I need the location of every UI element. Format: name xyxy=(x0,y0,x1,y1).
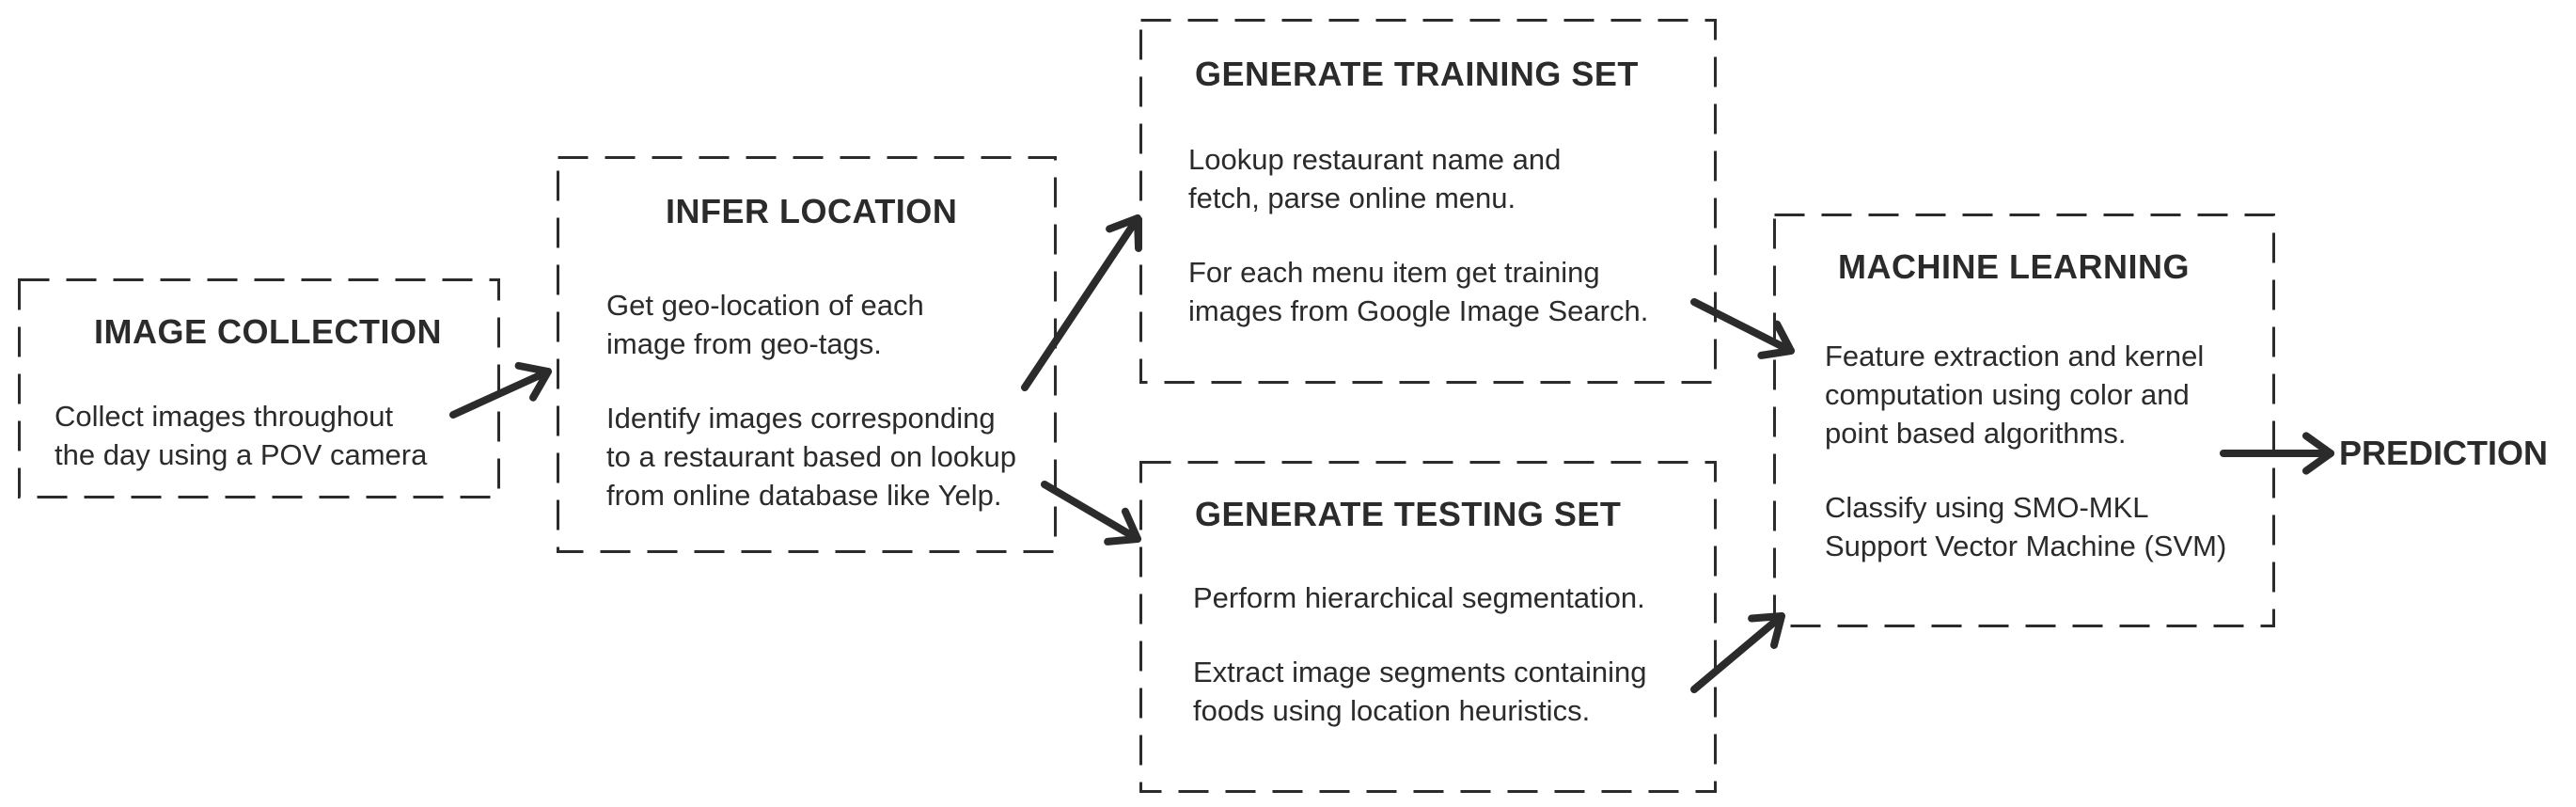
infer-location-box: INFER LOCATION Get geo-location of each i… xyxy=(557,156,1057,553)
text-line: image from geo-tags. xyxy=(606,327,882,360)
generate-training-set-title: GENERATE TRAINING SET xyxy=(1195,55,1639,93)
dashed-border xyxy=(557,156,1057,553)
paragraph: For each menu item get training images fr… xyxy=(1188,253,1648,330)
text-line: Support Vector Machine (SVM) xyxy=(1825,530,2227,562)
paragraph: Lookup restaurant name and fetch, parse o… xyxy=(1188,140,1648,217)
prediction-label: PREDICTION xyxy=(2339,434,2549,472)
infer-location-text: Get geo-location of each image from geo-t… xyxy=(606,286,1016,514)
paragraph: Collect images throughout the day using a… xyxy=(55,397,427,474)
dashed-border xyxy=(1139,19,1717,384)
text-line: from online database like Yelp. xyxy=(606,479,1002,512)
generate-training-set-text: Lookup restaurant name and fetch, parse o… xyxy=(1188,140,1648,330)
generate-testing-set-text: Perform hierarchical segmentation. Extrac… xyxy=(1193,578,1646,730)
image-collection-text: Collect images throughout the day using a… xyxy=(55,397,427,474)
paragraph: Feature extraction and kernel computation… xyxy=(1825,337,2226,452)
arrow-location-to-training xyxy=(1021,214,1143,391)
text-line: the day using a POV camera xyxy=(55,438,428,471)
dashed-border xyxy=(18,278,500,498)
machine-learning-title: MACHINE LEARNING xyxy=(1838,247,2190,286)
text-line: point based algorithms. xyxy=(1825,417,2127,450)
text-line: foods using location heuristics. xyxy=(1193,694,1591,727)
paragraph: Get geo-location of each image from geo-t… xyxy=(606,286,1016,363)
text-line: Collect images throughout xyxy=(55,400,394,433)
machine-learning-text: Feature extraction and kernel computation… xyxy=(1825,337,2226,565)
paragraph: Perform hierarchical segmentation. xyxy=(1193,578,1646,617)
machine-learning-box: MACHINE LEARNING Feature extraction and … xyxy=(1773,214,2275,627)
dashed-border xyxy=(1773,214,2275,627)
arrow-learning-to-prediction xyxy=(2220,432,2334,475)
text-line: fetch, parse online menu. xyxy=(1188,182,1516,214)
text-line: Perform hierarchical segmentation. xyxy=(1193,581,1645,614)
infer-location-title: INFER LOCATION xyxy=(666,192,958,230)
image-collection-box: IMAGE COLLECTION Collect images througho… xyxy=(18,278,500,498)
text-line: Feature extraction and kernel xyxy=(1825,340,2205,372)
text-line: to a restaurant based on lookup xyxy=(606,440,1017,473)
text-line: Get geo-location of each xyxy=(606,289,924,322)
generate-testing-set-title: GENERATE TESTING SET xyxy=(1195,495,1622,533)
text-line: Extract image segments containing xyxy=(1193,656,1647,688)
paragraph: Extract image segments containing foods u… xyxy=(1193,653,1646,730)
paragraph: Identify images corresponding to a restau… xyxy=(606,399,1016,514)
dashed-border xyxy=(1139,461,1717,793)
text-line: For each menu item get training xyxy=(1188,256,1600,289)
text-line: computation using color and xyxy=(1825,378,2190,411)
generate-training-set-box: GENERATE TRAINING SET Lookup restaurant … xyxy=(1139,19,1717,384)
text-line: Lookup restaurant name and xyxy=(1188,143,1562,176)
paragraph: Classify using SMO-MKL Support Vector Mac… xyxy=(1825,488,2226,565)
arrow-testing-to-learning xyxy=(1690,612,1785,693)
generate-testing-set-box: GENERATE TESTING SET Perform hierarchica… xyxy=(1139,461,1717,793)
text-line: Classify using SMO-MKL xyxy=(1825,491,2149,524)
text-line: Identify images corresponding xyxy=(606,402,996,435)
image-collection-title: IMAGE COLLECTION xyxy=(94,312,442,351)
arrow-location-to-testing xyxy=(1041,481,1141,546)
arrow-collection-to-location xyxy=(449,361,552,419)
text-line: images from Google Image Search. xyxy=(1188,294,1649,327)
